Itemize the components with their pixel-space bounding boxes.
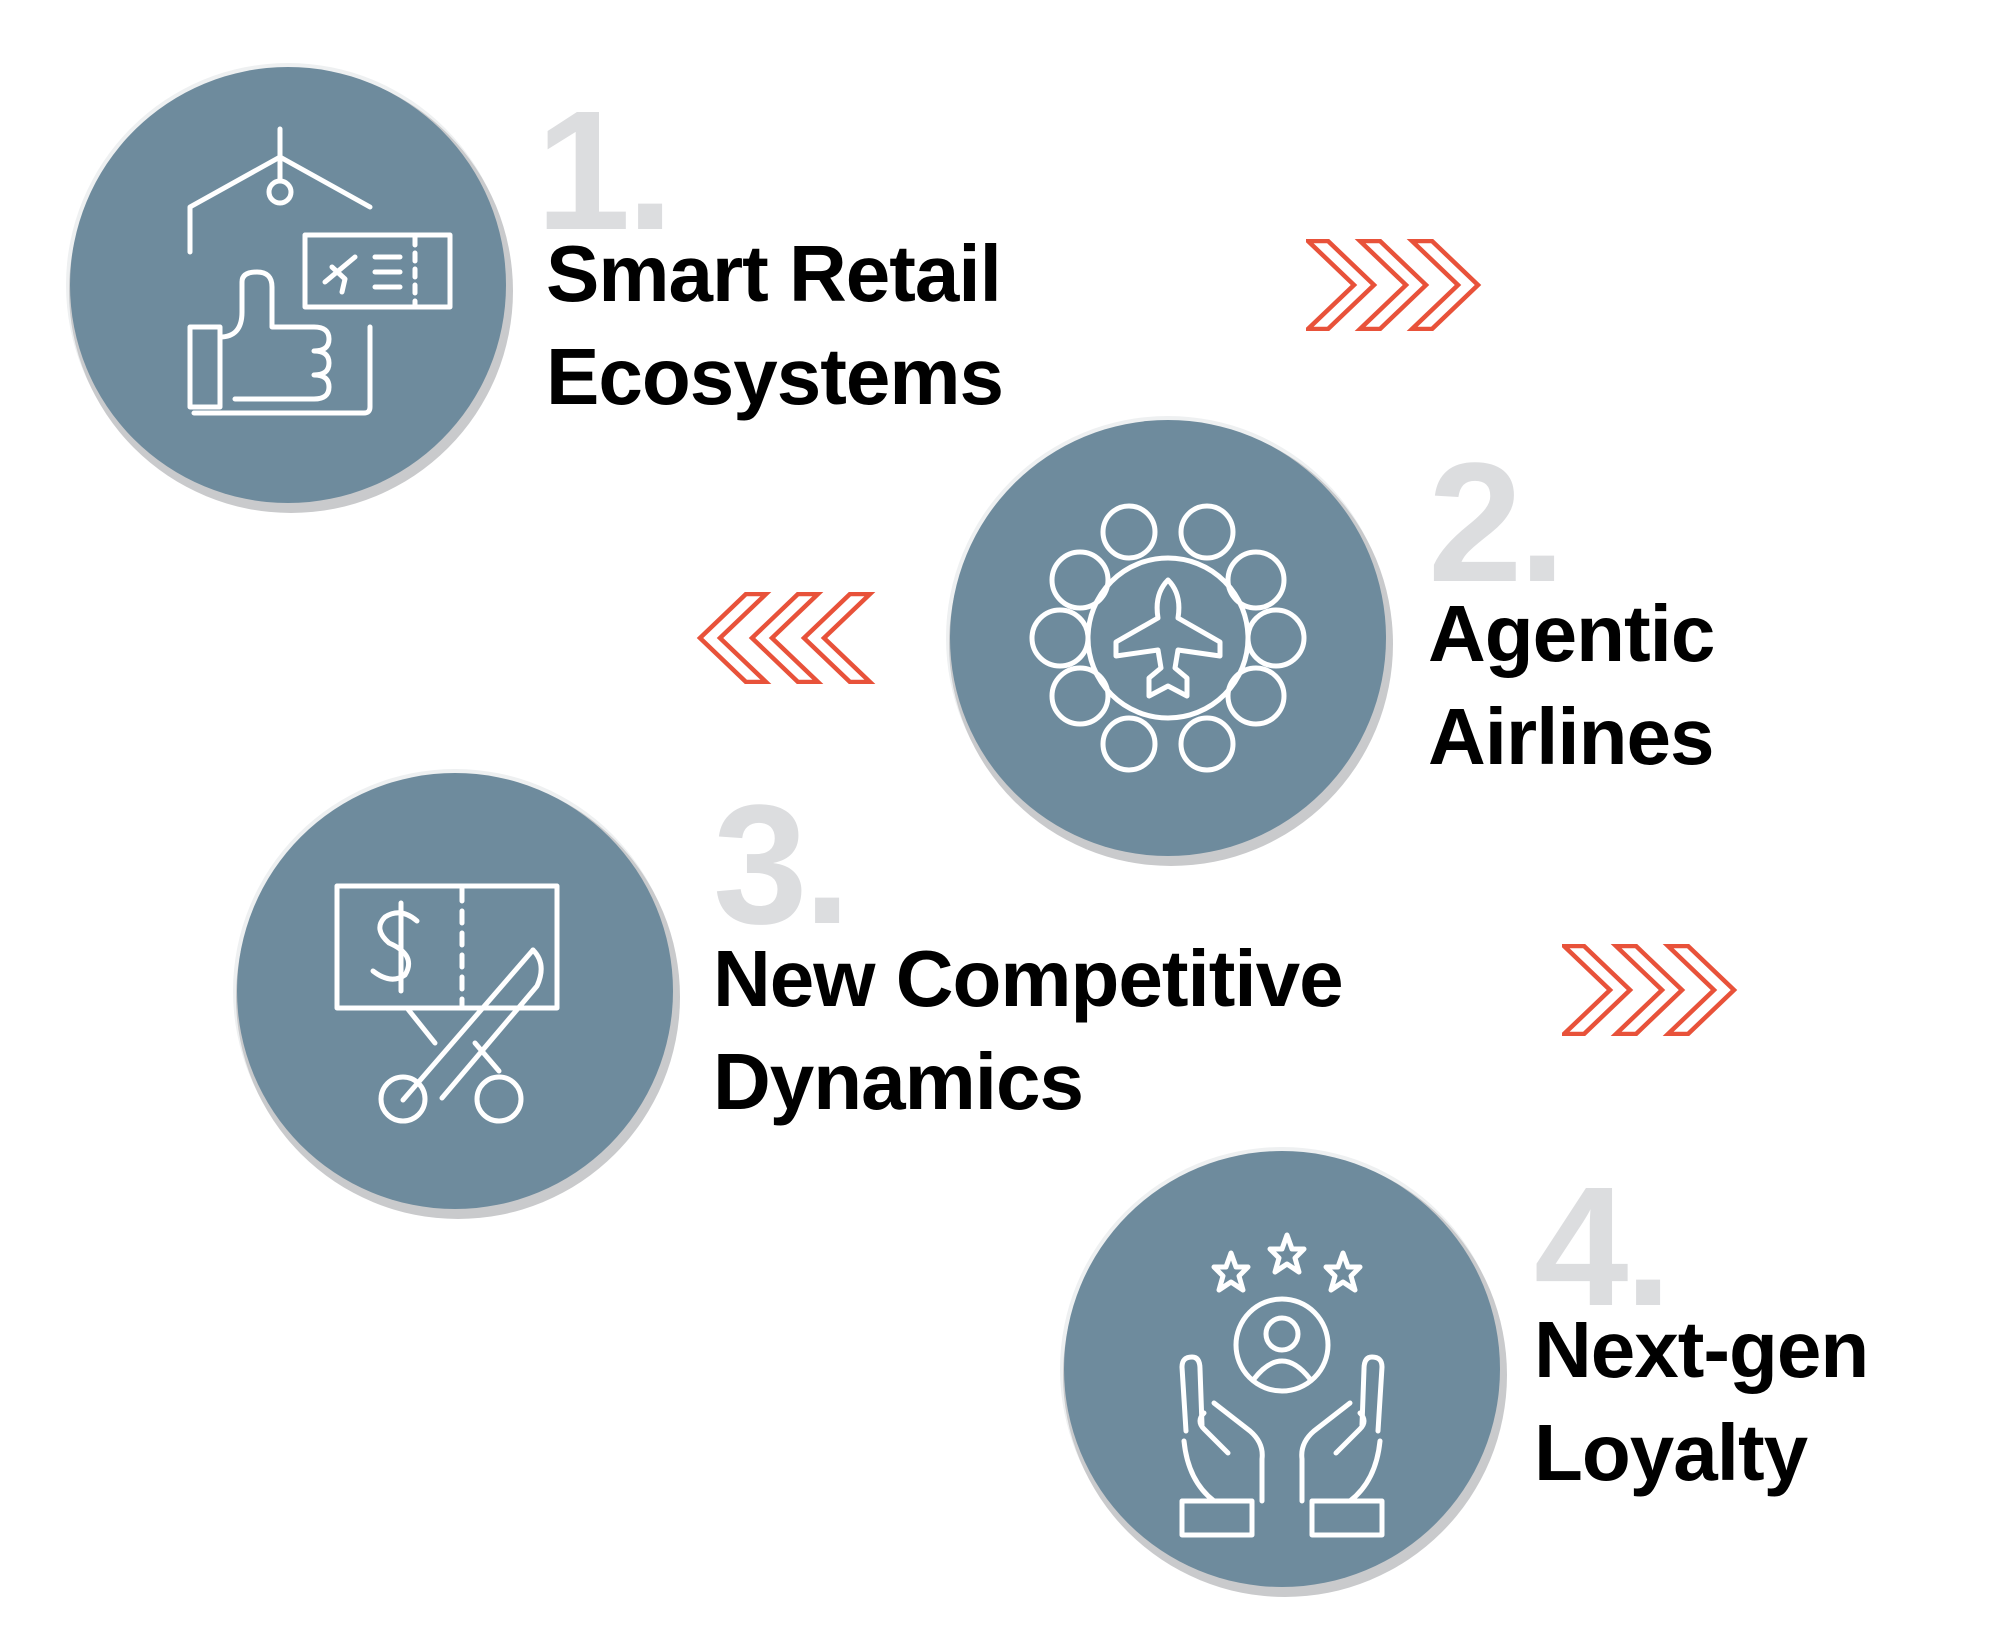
hands-user-stars-icon	[1179, 1232, 1385, 1538]
step-3-title-line2: Dynamics	[713, 1037, 1084, 1126]
step-3-title-line1: New Competitive	[713, 934, 1344, 1023]
step-2-circle	[950, 420, 1386, 856]
step-2-number: 2.	[1428, 428, 1566, 618]
chevron-right-icon	[1354, 239, 1430, 331]
chevrons-right-1	[1306, 239, 1482, 331]
chevrons-right-2	[1562, 944, 1738, 1036]
step-1-title-line1: Smart Retail	[546, 229, 1002, 318]
step-1-number: 1.	[536, 76, 674, 266]
step-4-title: Next-gen Loyalty	[1534, 1298, 1869, 1504]
chevron-right-icon	[1562, 944, 1634, 1036]
step-4-circle	[1064, 1151, 1500, 1587]
step-1-circle	[70, 67, 506, 503]
step-1-title: Smart Retail Ecosystems	[546, 222, 1004, 428]
chevron-left-icon	[748, 592, 824, 684]
brain-airplane-icon	[1029, 503, 1307, 773]
step-3-number: 3.	[713, 770, 851, 960]
step-3-circle	[237, 773, 673, 1209]
chevron-right-icon	[1306, 239, 1378, 331]
step-4-title-line2: Loyalty	[1534, 1408, 1808, 1497]
step-2-title: Agentic Airlines	[1428, 582, 1715, 788]
step-2-title-line1: Agentic	[1428, 589, 1715, 678]
step-3-title: New Competitive Dynamics	[713, 927, 1344, 1133]
scissors-cutting-price-ticket-icon	[334, 883, 560, 1124]
step-2-title-line2: Airlines	[1428, 692, 1714, 781]
step-1-title-line2: Ecosystems	[546, 332, 1004, 421]
chevron-right-icon	[1610, 944, 1686, 1036]
chevron-right-icon	[1662, 944, 1738, 1036]
step-4-title-line1: Next-gen	[1534, 1305, 1869, 1394]
chevrons-left	[696, 592, 876, 684]
chevron-left-icon	[800, 592, 876, 684]
step-4-number: 4.	[1534, 1152, 1672, 1342]
price-tag-thumbs-up-ticket-icon	[187, 126, 453, 416]
chevron-right-icon	[1406, 239, 1482, 331]
chevron-left-icon	[696, 592, 772, 684]
